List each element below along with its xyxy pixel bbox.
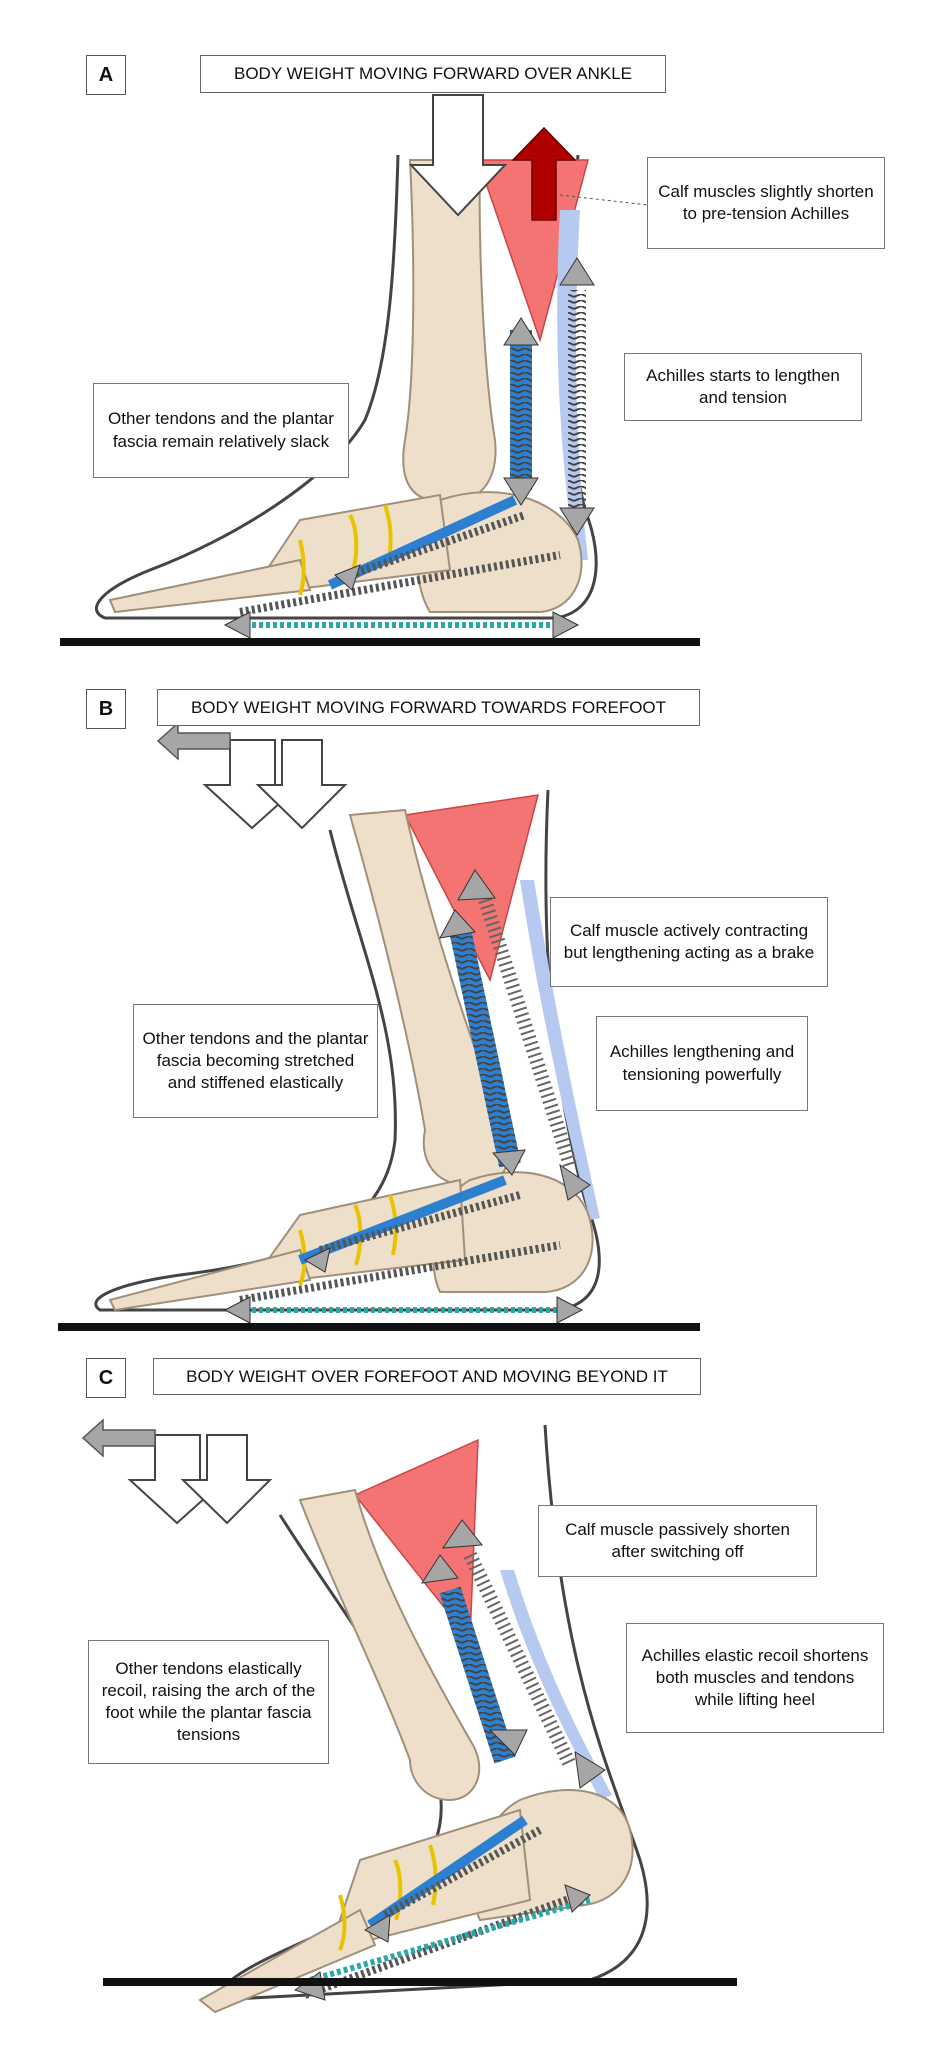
panel-b: B BODY WEIGHT MOVING FORWARD TOWARDS FOR… (0, 660, 931, 1340)
achilles-spring (568, 290, 586, 510)
achilles-note: Achilles starts to lengthen and tension (624, 353, 862, 421)
achilles-spring (478, 897, 577, 1168)
panel-a: A BODY WEIGHT MOVING FORWARD OVER ANKLE … (0, 0, 931, 660)
panel-letter: A (86, 55, 126, 95)
arrow-achilles-bottom (574, 1751, 606, 1789)
arrow-plantar-right (564, 1884, 591, 1913)
arrow-tendon-bottom (491, 1149, 526, 1176)
forward-motion-arrow (81, 1418, 156, 1458)
posterior-tendon-spring (449, 927, 521, 1168)
body-weight-down-arrow-2 (180, 1434, 273, 1525)
calf-shorten-up-arrow (511, 126, 577, 221)
body-weight-down-arrow (408, 94, 508, 217)
arrow-tendon-top (439, 909, 476, 939)
calf-note: Calf muscle passively shorten after swit… (538, 1505, 817, 1577)
achilles-note: Achilles lengthening and tensioning powe… (596, 1016, 808, 1111)
calf-leader-line (559, 194, 649, 206)
tendons-note: Other tendons elastically recoil, raisin… (88, 1640, 329, 1764)
toe-bones (108, 558, 312, 614)
arrow-achilles-top (457, 869, 496, 901)
tendons-note: Other tendons and the plantar fascia bec… (133, 1004, 378, 1118)
arrow-tendon-top (503, 317, 539, 346)
ground-line (60, 638, 700, 646)
arrow-achilles-bottom (559, 507, 595, 536)
panel-title: BODY WEIGHT MOVING FORWARD OVER ANKLE (200, 55, 666, 93)
toe-bones (198, 1908, 377, 2014)
peroneal-tendon (348, 511, 527, 579)
arrow-diag-left (363, 1914, 391, 1943)
arrow-tendon-bottom (488, 1729, 528, 1756)
ground-line (103, 1978, 737, 1986)
tibia-bone (298, 1488, 481, 1802)
calf-note: Calf muscle actively contracting but len… (550, 897, 828, 987)
foot-illustration-b (58, 721, 700, 1331)
arrow-plantar-left (223, 1296, 251, 1324)
body-weight-down-arrow-2 (255, 739, 348, 830)
arrow-diag-left (303, 1247, 331, 1273)
forward-motion-arrow (156, 721, 231, 761)
achilles-tendon (500, 1570, 612, 1800)
arrow-plantar-right (552, 611, 580, 639)
flexor-tendon (239, 551, 561, 616)
peroneal-tendon (318, 1191, 522, 1254)
arrow-tendon-bottom (503, 477, 539, 506)
achilles-note: Achilles elastic recoil shortens both mu… (626, 1623, 884, 1733)
tibialis-tendon (327, 495, 518, 590)
panel-title: BODY WEIGHT MOVING FORWARD TOWARDS FOREF… (157, 689, 700, 726)
calf-note: Calf muscles slightly shorten to pre-ten… (647, 157, 885, 249)
toe-bones (108, 1248, 312, 1312)
achilles-spring (463, 1551, 577, 1769)
arrow-tendon-top (420, 1554, 459, 1584)
arrow-plantar-left (223, 611, 251, 639)
panel-title: BODY WEIGHT OVER FOREFOOT AND MOVING BEY… (153, 1358, 701, 1395)
arrow-achilles-top (442, 1519, 483, 1549)
flexor-tendon (239, 1241, 561, 1304)
foot-illustration-a (60, 94, 700, 646)
panel-letter: C (86, 1358, 126, 1398)
tendons-note: Other tendons and the plantar fascia rem… (93, 383, 349, 478)
arrow-plantar-right (556, 1296, 584, 1324)
foot-illustration-c (81, 1418, 737, 2014)
body-weight-down-arrow-1 (202, 739, 303, 830)
ground-line (58, 1323, 700, 1331)
arrow-achilles-bottom (559, 1163, 591, 1201)
arrow-achilles-top (559, 257, 595, 286)
posterior-tendon-spring (510, 330, 532, 490)
body-weight-down-arrow-1 (127, 1434, 228, 1525)
achilles-tendon (520, 880, 600, 1220)
panel-c: C BODY WEIGHT OVER FOREFOOT AND MOVING B… (0, 1340, 931, 2048)
arrow-diag-left (334, 564, 361, 591)
panel-letter: B (86, 689, 126, 729)
tibia-bone (402, 159, 497, 504)
